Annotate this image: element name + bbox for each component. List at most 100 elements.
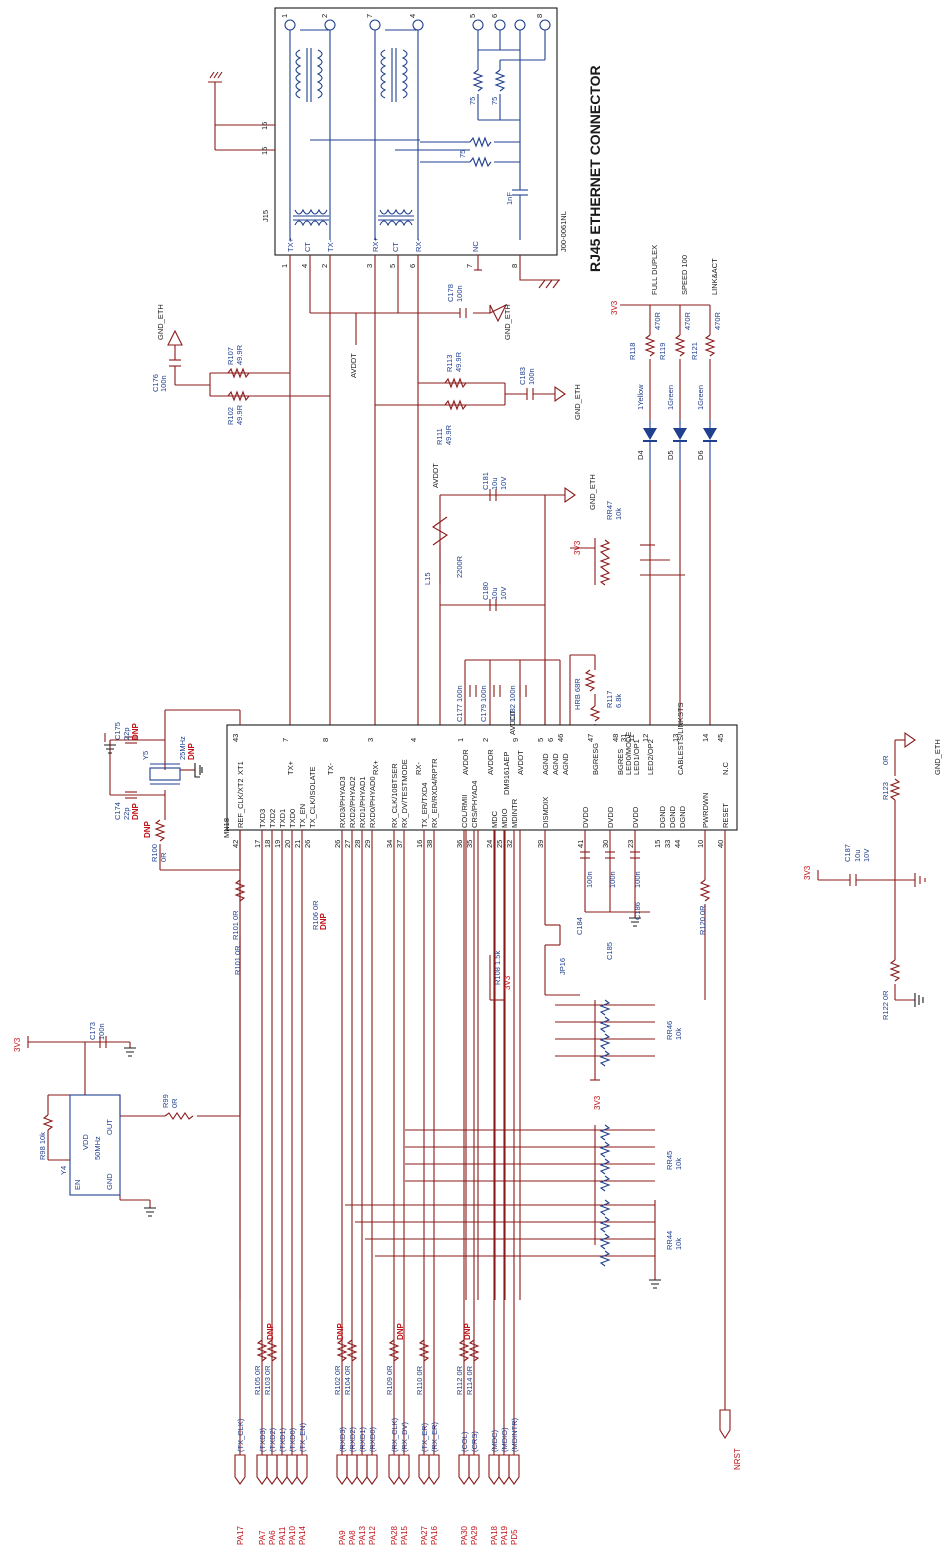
chip-pin-num: 10 xyxy=(696,840,705,848)
c181-ref: C181 xyxy=(481,472,490,490)
c187-v: 10V xyxy=(862,849,871,862)
chip-pin-name: MDINTR xyxy=(510,798,519,828)
j15-leftpin-15: 15 xyxy=(260,147,269,155)
dnp-label: DNP xyxy=(336,1322,345,1340)
c184-val: 100n xyxy=(585,871,594,888)
r121-ref: R121 xyxy=(690,342,699,360)
j15-botpin-6: 6 xyxy=(408,264,417,268)
port-arrow xyxy=(276,1454,288,1485)
r100-dnp: DNP xyxy=(143,820,152,838)
chip-pin-name: TXD0 xyxy=(288,809,297,828)
port-name: PA15 xyxy=(400,1525,409,1545)
chip-pin-num: 28 xyxy=(353,840,362,848)
led-color-2: 1Green xyxy=(666,385,675,410)
dnp-label: DNP xyxy=(396,1322,405,1340)
c180-v: 10V xyxy=(499,587,508,600)
c174-dnp: DNP xyxy=(131,802,140,820)
port-name: PA28 xyxy=(390,1525,399,1545)
chip-part: DM9161AEP xyxy=(502,752,511,795)
chip-pin-num: 6 xyxy=(546,738,555,742)
r113-val: 49.9R xyxy=(454,351,463,372)
j15-toppin-6: 6 xyxy=(490,14,499,18)
chip-pin-name: COL/RMII xyxy=(460,795,469,828)
j15-leftpin-16: 16 xyxy=(260,122,269,130)
c179-label: C179 100n xyxy=(479,685,488,722)
led-color-1: 1Yellow xyxy=(636,384,645,410)
chip-pin-name: N.C xyxy=(721,762,730,776)
j15-botpin-7: 7 xyxy=(465,264,474,268)
series-resistor-label: R103 0R xyxy=(263,1365,272,1395)
chip-pin-name: RX- xyxy=(414,762,423,775)
r100-val: 0R xyxy=(159,852,168,862)
r102-val: 49.9R xyxy=(235,404,244,425)
port-arrow xyxy=(346,1454,358,1485)
series-resistor-label: R104 0R xyxy=(343,1365,352,1395)
v3v3-led: 3V3 xyxy=(610,300,619,315)
port-arrow xyxy=(366,1454,378,1485)
chip-pin-num: 5 xyxy=(536,738,545,742)
chip-pin-num: 48 xyxy=(611,734,620,742)
port-signal: (RX_CLK) xyxy=(390,1417,399,1452)
y4-pin-out: OUT xyxy=(105,1119,114,1135)
led-func-3: LINK&ACT xyxy=(710,258,719,295)
chip-pin-name: CABLESTS/LINKSTS xyxy=(676,702,685,775)
r119-val: 470R xyxy=(683,311,692,330)
chip-pin-name: RX+ xyxy=(371,760,380,775)
port-name: PA8 xyxy=(348,1530,357,1545)
chip-pin-num: 43 xyxy=(231,734,240,742)
chip-pin-name: AGND xyxy=(561,753,570,775)
r101-label: R101 0R xyxy=(231,910,240,940)
r101b-label: R101 0R xyxy=(233,945,242,975)
gnd-eth-c176: GND_ETH xyxy=(156,304,165,340)
j15-botlbl-3: TX- xyxy=(326,239,335,252)
y4-pin-en: EN xyxy=(73,1180,82,1190)
chip-pin-num: 29 xyxy=(363,840,372,848)
jp16-label: JP16 xyxy=(558,958,567,975)
chip-pin-num: 35 xyxy=(465,840,474,848)
chip-pin-name: BGRESG xyxy=(591,743,600,775)
chip-pin-num: 30 xyxy=(601,840,610,848)
chip-pin-name: TX- xyxy=(326,762,335,775)
j15-toppin-2: 2 xyxy=(320,14,329,18)
svg-text:100n: 100n xyxy=(455,285,464,302)
chip-pin-num: 4 xyxy=(409,738,418,742)
r118-ref: R118 xyxy=(628,343,637,360)
d4-ref: D4 xyxy=(636,450,645,460)
chip-pin-name: TXD2 xyxy=(268,809,277,828)
j15-botlbl-7: NC xyxy=(471,241,480,252)
c174-val: 22p xyxy=(122,807,131,820)
chip-pin-name: LED1/OP1 xyxy=(632,739,641,775)
port-signal: (RX_DV) xyxy=(400,1421,409,1452)
j15-botpin-3: 3 xyxy=(365,264,374,268)
chip-pin-num: 18 xyxy=(263,840,272,848)
port-name: PA29 xyxy=(470,1525,479,1545)
rr47-ref: RR47 xyxy=(605,501,614,520)
port-signal: (TX_EN) xyxy=(298,1422,307,1452)
d6-ref: D6 xyxy=(696,450,705,460)
chip-pin-name: BGRES xyxy=(616,749,625,775)
port-arrow xyxy=(388,1454,400,1485)
chip-pin-num: 46 xyxy=(556,734,565,742)
r107-val: 49.9R xyxy=(235,344,244,365)
port-arrow xyxy=(418,1454,430,1485)
port-arrow xyxy=(296,1454,308,1485)
c181-val: 10u xyxy=(490,477,499,490)
chip-pin-num: 23 xyxy=(626,840,635,848)
v3v3-rr47: 3V3 xyxy=(573,540,582,555)
chip-pin-num: 17 xyxy=(253,840,262,848)
port-arrow xyxy=(336,1454,348,1485)
chip-pin-name: RXD0/PHYAD0 xyxy=(368,776,377,828)
c186-val: 100n xyxy=(633,871,642,888)
dnp-label: DNP xyxy=(266,1322,275,1340)
dm9161-chip: DM9161AEP MN18 xyxy=(222,724,738,838)
port-signal: (CRS) xyxy=(470,1431,479,1452)
port-signal: (TXD3) xyxy=(258,1427,267,1452)
j15-toppin-3: 7 xyxy=(365,14,374,18)
port-name: PA7 xyxy=(258,1530,267,1545)
j15-res-2: 75 xyxy=(490,97,499,105)
j15-botpin-5: 5 xyxy=(388,264,397,268)
rr46-ref: RR46 xyxy=(665,1021,674,1040)
j15-botlbl-5: CT xyxy=(391,242,400,252)
y5-val: 25MHz xyxy=(178,736,187,760)
port-arrow xyxy=(428,1454,440,1485)
